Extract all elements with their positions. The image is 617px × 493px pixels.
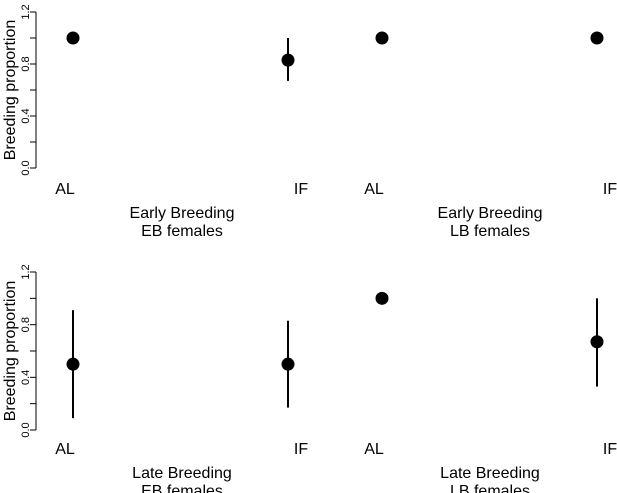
panel-caption-line: Late Breeding <box>440 465 540 482</box>
panel-caption-line: EB females <box>141 223 223 240</box>
y-tick-label: 0.0 <box>20 422 32 437</box>
data-point <box>375 291 389 305</box>
category-label: AL <box>55 181 75 198</box>
y-axis-label: Breeding proportion <box>2 281 19 422</box>
y-tick-label: 1.2 <box>20 264 32 279</box>
category-label: AL <box>364 441 384 458</box>
category-label: IF <box>603 441 617 458</box>
y-tick-label: 0.8 <box>20 317 32 332</box>
data-point <box>281 357 295 371</box>
data-point <box>375 31 389 45</box>
category-label: AL <box>55 441 75 458</box>
category-label: AL <box>364 181 384 198</box>
panel-caption-line: Early Breeding <box>130 205 235 222</box>
data-point <box>281 53 295 67</box>
data-point <box>66 31 80 45</box>
data-point <box>590 335 604 349</box>
panel-caption-line: Early Breeding <box>438 205 543 222</box>
y-axis-label: Breeding proportion <box>2 20 19 161</box>
category-label: IF <box>603 181 617 198</box>
panel-caption-line: Late Breeding <box>132 465 232 482</box>
data-point <box>590 31 604 45</box>
category-label: IF <box>294 181 308 198</box>
panel-caption-line: EB females <box>141 483 223 493</box>
y-tick-label: 0.0 <box>20 160 32 175</box>
y-tick-label: 0.4 <box>20 370 32 385</box>
category-label: IF <box>294 441 308 458</box>
panel-caption-line: LB females <box>450 223 530 240</box>
y-tick-label: 0.8 <box>20 56 32 71</box>
data-point <box>66 357 80 371</box>
panel-caption-line: LB females <box>450 483 530 493</box>
y-tick-label: 0.4 <box>20 108 32 123</box>
y-tick-label: 1.2 <box>20 4 32 19</box>
